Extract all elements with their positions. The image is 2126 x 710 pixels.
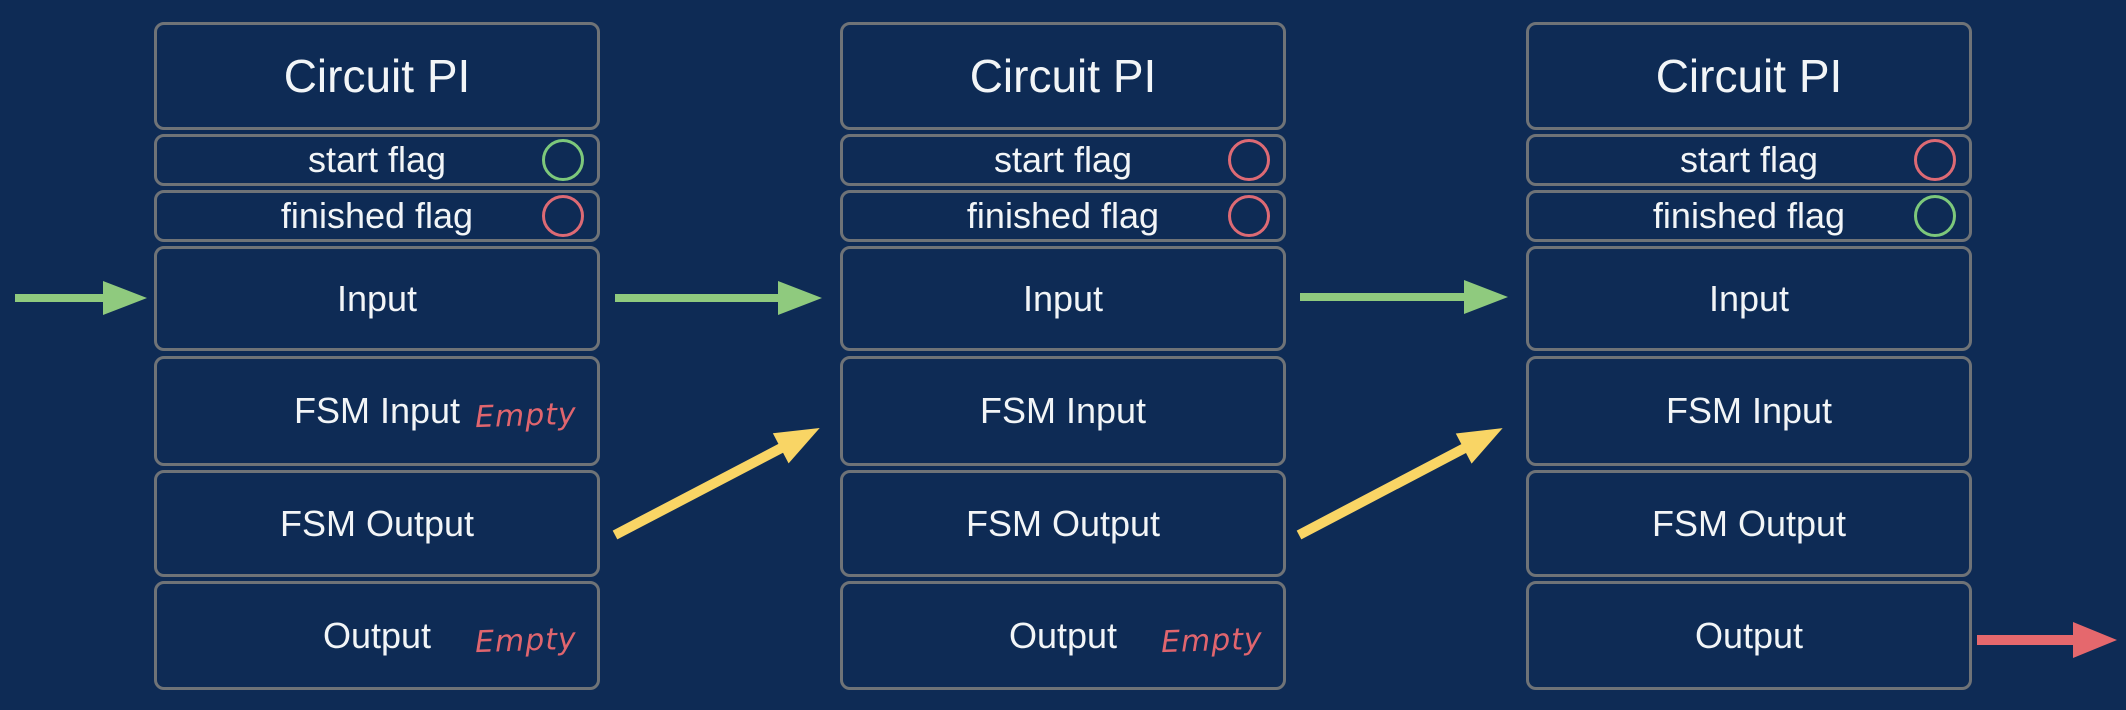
circuit-3-fsm-output-row: FSM Output xyxy=(1526,470,1972,577)
circuit-box-3: Circuit PI start flag finished flag Inpu… xyxy=(1526,22,1972,690)
circuit-2-title-row: Circuit PI xyxy=(840,22,1286,130)
circuit-3-title-row: Circuit PI xyxy=(1526,22,1972,130)
fsm-input-label: FSM Input xyxy=(1665,390,1833,431)
external-input-arrow-icon xyxy=(15,281,147,315)
fsm-input-label: FSM Input xyxy=(293,390,461,431)
circuit-1-output-row: Output Empty xyxy=(154,581,600,690)
circuit-box-2: Circuit PI start flag finished flag Inpu… xyxy=(840,22,1286,690)
fsm-input-empty-badge: Empty xyxy=(474,396,578,436)
output-label: Output xyxy=(1694,614,1804,656)
circuit-2-title: Circuit PI xyxy=(969,50,1157,102)
output-empty-badge: Empty xyxy=(474,621,578,660)
start-flag-indicator-icon xyxy=(1228,139,1270,181)
start-flag-label: start flag xyxy=(307,139,447,180)
start-flag-indicator-icon xyxy=(542,139,584,181)
circuit-1-fsm-output-row: FSM Output xyxy=(154,470,600,577)
circuit-2-fsm-input-row: FSM Input xyxy=(840,356,1286,466)
finished-flag-label: finished flag xyxy=(966,195,1160,236)
circuit-1-title: Circuit PI xyxy=(283,50,471,102)
finished-flag-label: finished flag xyxy=(280,195,474,236)
fsm-output-label: FSM Output xyxy=(965,502,1161,544)
fsm-output-label: FSM Output xyxy=(1651,502,1847,544)
circuit-1-start-flag-row: start flag xyxy=(154,134,600,186)
fsm-flow-arrow-1-2-icon xyxy=(612,427,820,540)
circuit-2-input-row: Input xyxy=(840,246,1286,351)
output-label: Output xyxy=(1008,614,1118,656)
start-flag-indicator-icon xyxy=(1914,139,1956,181)
input-flow-arrow-2-3-icon xyxy=(1300,280,1508,314)
circuit-2-finished-flag-row: finished flag xyxy=(840,190,1286,242)
output-label: Output xyxy=(322,614,432,656)
input-flow-arrow-1-2-icon xyxy=(615,281,822,315)
input-label: Input xyxy=(336,277,418,319)
circuit-3-output-row: Output xyxy=(1526,581,1972,690)
circuit-2-start-flag-row: start flag xyxy=(840,134,1286,186)
circuit-1-finished-flag-row: finished flag xyxy=(154,190,600,242)
fsm-input-label: FSM Input xyxy=(979,390,1147,431)
circuit-3-start-flag-row: start flag xyxy=(1526,134,1972,186)
finished-flag-indicator-icon xyxy=(1228,195,1270,237)
circuit-2-fsm-output-row: FSM Output xyxy=(840,470,1286,577)
circuit-3-title: Circuit PI xyxy=(1655,50,1843,102)
circuit-3-fsm-input-row: FSM Input xyxy=(1526,356,1972,466)
finished-flag-indicator-icon xyxy=(542,195,584,237)
input-label: Input xyxy=(1022,277,1104,319)
start-flag-label: start flag xyxy=(993,139,1133,180)
circuit-1-fsm-input-row: FSM Input Empty xyxy=(154,356,600,466)
input-label: Input xyxy=(1708,277,1790,319)
circuit-box-1: Circuit PI start flag finished flag Inpu… xyxy=(154,22,600,690)
start-flag-label: start flag xyxy=(1679,139,1819,180)
circuit-1-title-row: Circuit PI xyxy=(154,22,600,130)
fsm-flow-arrow-2-3-icon xyxy=(1296,428,1503,540)
finished-flag-label: finished flag xyxy=(1652,195,1846,236)
circuit-3-input-row: Input xyxy=(1526,246,1972,351)
finished-flag-indicator-icon xyxy=(1914,195,1956,237)
fsm-output-label: FSM Output xyxy=(279,502,475,544)
output-empty-badge: Empty xyxy=(1160,621,1264,660)
external-output-arrow-icon xyxy=(1977,622,2117,658)
circuit-3-finished-flag-row: finished flag xyxy=(1526,190,1972,242)
circuit-1-input-row: Input xyxy=(154,246,600,351)
circuit-2-output-row: Output Empty xyxy=(840,581,1286,690)
